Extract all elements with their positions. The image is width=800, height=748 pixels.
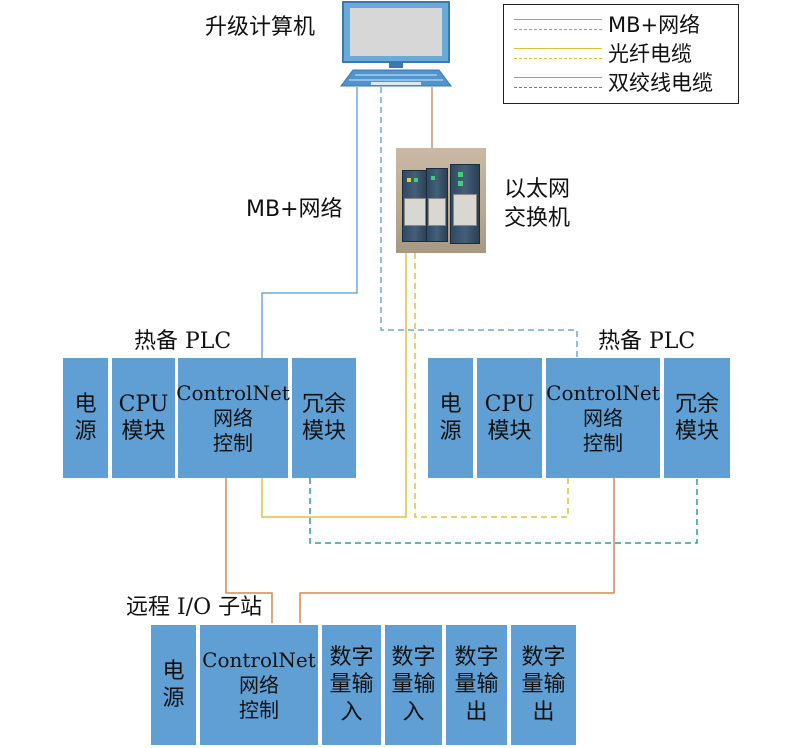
plc-left-power-module: 电 源 (63, 358, 108, 478)
plc-right-redundancy-module: 冗余 模块 (664, 358, 730, 478)
legend: MB+网络 光纤电缆 双绞线电缆 (503, 4, 739, 104)
mb-plus-line-solid (261, 87, 358, 358)
computer-label: 升级计算机 (205, 15, 316, 40)
remote-digital-input-module-1: 数字 量输 入 (322, 625, 381, 745)
ethernet-switch-photo (396, 148, 486, 253)
plc-left-controlnet-module: ControlNet 网络 控制 (176, 358, 290, 478)
legend-label-mb-plus: MB+网络 (608, 13, 701, 37)
plc-left-cpu-module: CPU 模块 (112, 358, 175, 478)
legend-label-fiber: 光纤电缆 (608, 42, 692, 66)
plc-right-controlnet-module: ControlNet 网络 控制 (546, 358, 660, 478)
legend-item-twisted-pair: 双绞线电缆 (514, 67, 713, 97)
plc-left-redundancy-module: 冗余 模块 (292, 358, 356, 478)
desktop-computer-icon (340, 1, 452, 87)
remote-controlnet-module: ControlNet 网络 控制 (200, 625, 318, 745)
remote-power-module: 电 源 (151, 625, 196, 745)
remote-station-title: 远程 I/O 子站 (126, 595, 263, 620)
plc-right-title: 热备 PLC (598, 329, 696, 354)
remote-digital-output-module-1: 数字 量输 出 (446, 625, 507, 745)
redundancy-link-dashed (309, 478, 698, 544)
remote-digital-output-module-2: 数字 量输 出 (511, 625, 576, 745)
legend-label-twisted-pair: 双绞线电缆 (608, 71, 713, 95)
fiber-line-solid (261, 253, 407, 518)
plc-right-cpu-module: CPU 模块 (477, 358, 542, 478)
switch-label: 以太网 交换机 (504, 177, 571, 231)
legend-item-fiber: 光纤电缆 (514, 38, 692, 68)
twisted-pair-left-remote (225, 478, 273, 623)
plc-left-title: 热备 PLC (134, 329, 232, 354)
fiber-line-dashed (414, 253, 569, 518)
twisted-pair-right-remote (299, 478, 615, 623)
plc-right-power-module: 电 源 (428, 358, 473, 478)
remote-digital-input-module-2: 数字 量输 入 (385, 625, 442, 745)
mb-network-label: MB+网络 (246, 197, 343, 222)
mb-plus-line-dashed (380, 87, 578, 358)
legend-item-mb-plus: MB+网络 (514, 9, 700, 39)
